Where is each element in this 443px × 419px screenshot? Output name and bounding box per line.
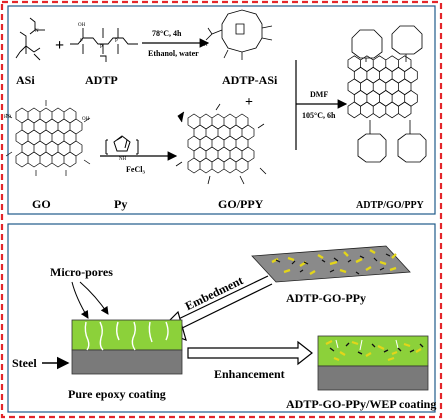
top-panel-border	[7, 5, 436, 215]
steel-label: Steel	[12, 356, 37, 370]
adtp-label: ADTP	[85, 73, 118, 87]
go-label: GO	[32, 197, 51, 211]
pyrrole-atom-nh: NH	[119, 157, 127, 162]
adtp-atom-p: P	[80, 39, 83, 44]
adtp-go-ppy-label: ADTP/GO/PPY	[356, 200, 425, 211]
go-atom-oh: HO	[4, 115, 12, 120]
enhancement-arrow	[187, 340, 313, 366]
condition-dmf: DMF	[310, 90, 328, 99]
asi-atom-n: N	[35, 29, 39, 34]
adtp-asi-molecule	[205, 9, 273, 60]
condition-fecl3: FeCl₃	[126, 165, 145, 174]
micro-pores-pointer-2	[79, 281, 109, 315]
condition-solvent-1: Ethanol, water	[148, 49, 199, 58]
micro-pores-pointer-1	[71, 281, 89, 319]
adtp-atom-p-3: P	[115, 39, 118, 44]
condition-temp-2: 105°C, 6h	[302, 111, 336, 120]
go-ppy-label: GO/PPY	[218, 197, 264, 211]
pyrrole-molecule	[105, 135, 139, 155]
adtp-asi-atom-n: N	[204, 43, 208, 48]
pure-epoxy-coating	[71, 319, 183, 375]
enhancement-label: Enhancement	[214, 367, 285, 381]
asi-molecule	[15, 17, 45, 61]
asi-label: ASi	[16, 73, 35, 87]
condition-temp-1: 78°C, 4h	[152, 29, 182, 38]
go-ppy-sheet	[175, 103, 267, 185]
go-sheet	[5, 100, 91, 176]
pure-coating-label: Pure epoxy coating	[68, 387, 166, 401]
final-coating-label: ADTP-GO-PPy/WEP coating	[286, 397, 436, 411]
adtp-atom-oh: OH	[78, 23, 86, 28]
py-label: Py	[114, 197, 127, 211]
wep-coating	[317, 335, 429, 391]
plus-sign-1: +	[55, 37, 64, 54]
micro-pores-label: Micro-pores	[50, 265, 113, 279]
composite-label: ADTP-GO-PPy	[286, 291, 366, 305]
plus-sign-2: +	[245, 95, 253, 110]
adtp-molecule	[70, 28, 138, 62]
adtp-atom-p-2: P	[100, 45, 103, 50]
adtp-go-ppy-product	[348, 25, 427, 163]
go-atom-oh-2: OH	[82, 117, 90, 122]
composite-platelet	[251, 245, 411, 283]
adtp-asi-label: ADTP-ASi	[222, 73, 278, 87]
